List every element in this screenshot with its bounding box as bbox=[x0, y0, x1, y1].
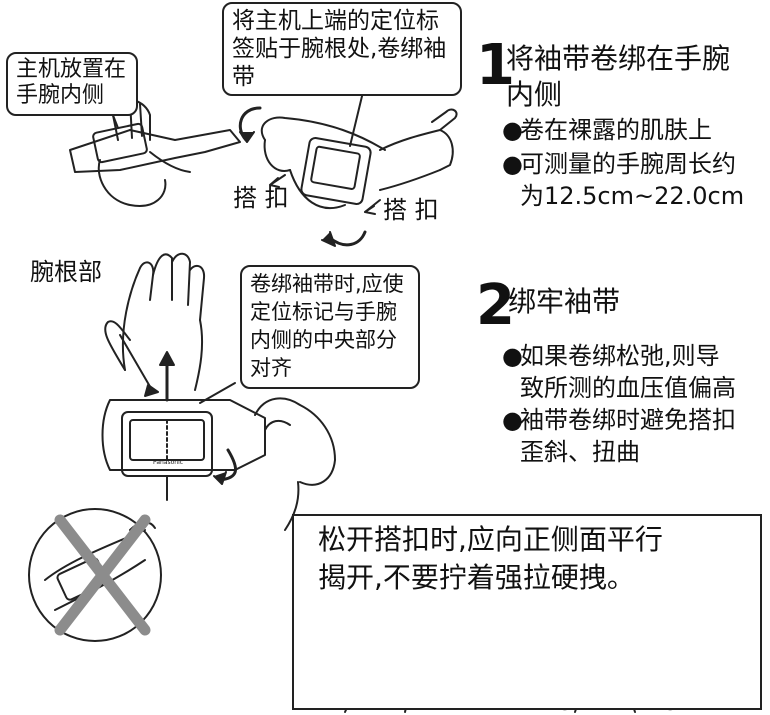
step-1-bullet-2-cont: 为12.5cm~22.0cm bbox=[520, 182, 745, 210]
step-1-title-line2: 内侧 bbox=[506, 78, 563, 111]
step-1-title-line1: 将袖带卷绑在手腕 bbox=[506, 42, 731, 75]
callout-alignment-text: 卷绑袖带时,应使定位标记与手腕内侧的中央部分对齐 bbox=[250, 272, 404, 380]
wrist-root-label: 腕根部 bbox=[30, 258, 102, 286]
callout-inner-wrist: 主机放置在手腕内侧 bbox=[6, 52, 138, 116]
alignment-hand-illustration bbox=[101, 252, 336, 531]
step-2-bullet-2-cont: 歪斜、扭曲 bbox=[520, 438, 640, 466]
step-2-title-line1: 绑牢袖带 bbox=[508, 285, 621, 318]
warning-line-2: 揭开,不要拧着强拉硬拽。 bbox=[318, 561, 635, 594]
step-1-bullet-2-text: 可测量的手腕周长约 bbox=[520, 150, 736, 178]
callout-top-label: 将主机上端的定位标签贴于腕根处,卷绑袖带 bbox=[222, 2, 462, 96]
step-2-bullet-1-text: 如果卷绑松弛,则导 bbox=[520, 342, 720, 370]
step-2-bullet-2: ●袖带卷绑时避免搭扣 bbox=[502, 406, 736, 434]
warning-box bbox=[292, 514, 762, 710]
step-2-bullet-2-text: 袖带卷绑时避免搭扣 bbox=[520, 406, 736, 434]
step-1-bullet-1: ●卷在裸露的肌肤上 bbox=[502, 116, 712, 144]
step-2-bullet-1-cont: 致所测的血压值偏高 bbox=[520, 374, 736, 402]
buckle-label-right: 搭 扣 bbox=[383, 196, 439, 224]
buckle-label-left: 搭 扣 bbox=[233, 184, 289, 212]
step-1-bullet-2: ●可测量的手腕周长约 bbox=[502, 150, 736, 178]
callout-top-label-text: 将主机上端的定位标签贴于腕根处,卷绑袖带 bbox=[232, 8, 447, 90]
device-brand-text: Panasonic bbox=[153, 459, 183, 466]
step-2-number: 2 bbox=[476, 273, 515, 338]
callout-inner-wrist-text: 主机放置在手腕内侧 bbox=[16, 57, 127, 108]
warning-line-1: 松开搭扣时,应向正侧面平行 bbox=[318, 523, 663, 556]
step-1-number: 1 bbox=[476, 33, 515, 98]
callout-alignment: 卷绑袖带时,应使定位标记与手腕内侧的中央部分对齐 bbox=[240, 265, 420, 389]
cuff-wrapping-illustration bbox=[238, 91, 458, 247]
step-2-bullet-1: ●如果卷绑松弛,则导 bbox=[502, 342, 720, 370]
step-1-bullet-1-text: 卷在裸露的肌肤上 bbox=[520, 116, 712, 144]
